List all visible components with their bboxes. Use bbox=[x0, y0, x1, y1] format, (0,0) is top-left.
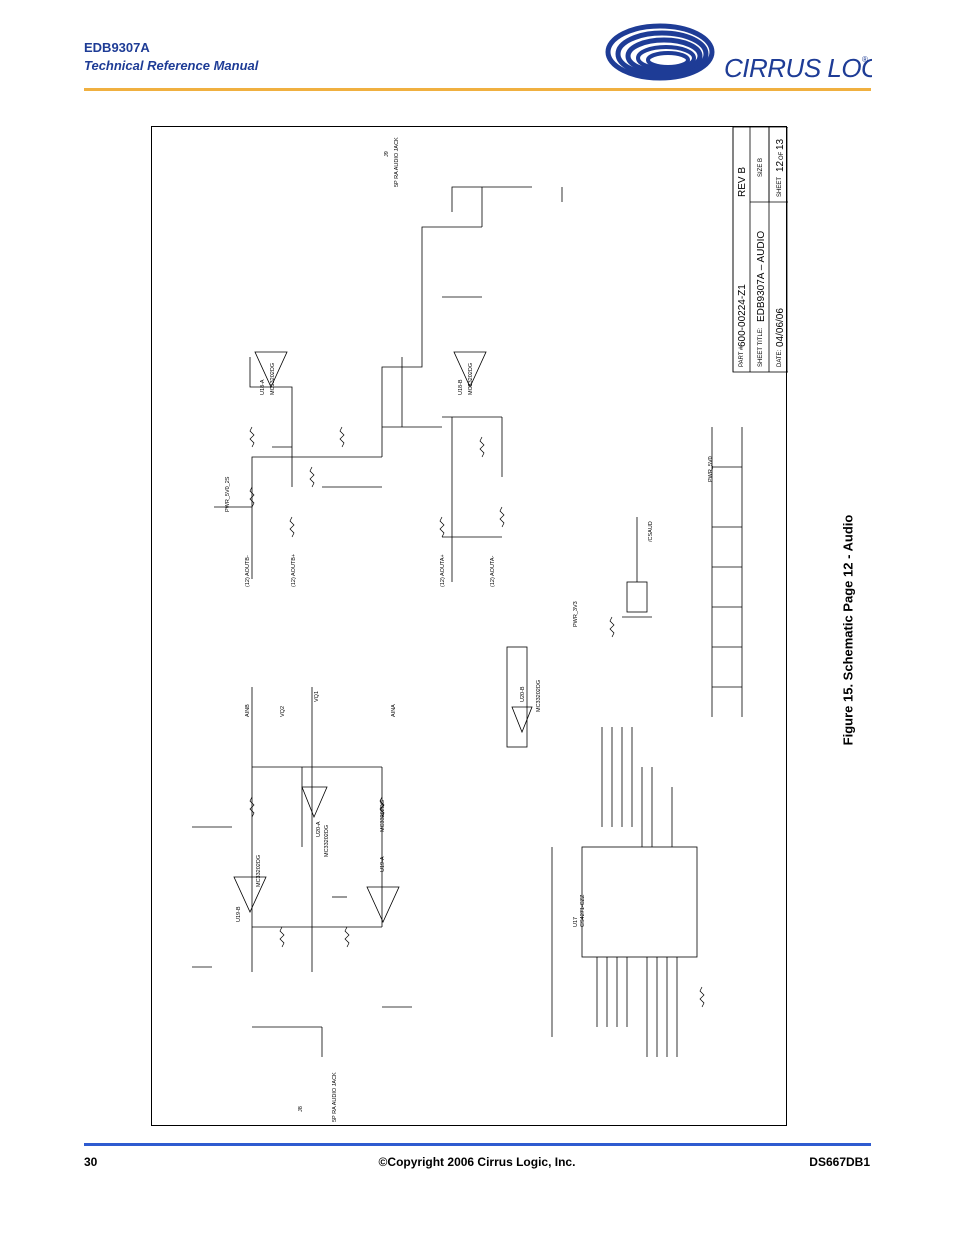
net-pwr-5v0-2s-a: PWR_5V0_2S bbox=[225, 476, 231, 512]
title-block-sheet-title-label: SHEET TITLE: bbox=[758, 327, 764, 367]
audio-schematic: PART # 600-00224-Z1 REV B SHEET TITLE: E… bbox=[192, 127, 788, 1122]
u18a-part: MC33202DG bbox=[270, 363, 276, 395]
j8-desc: 5P RA AUDIO JACK bbox=[332, 1072, 338, 1122]
header-product: EDB9307A bbox=[84, 40, 150, 55]
u19b-ref: U19-B bbox=[236, 906, 242, 922]
net-aouta-plus: (12) AOUTA+ bbox=[440, 554, 446, 587]
logo-registered-mark: ® bbox=[862, 55, 868, 64]
title-block-date: 04/06/06 bbox=[775, 308, 786, 347]
figure-caption: Figure 15. Schematic Page 12 - Audio bbox=[840, 514, 856, 746]
net-aina: AINA bbox=[391, 704, 397, 717]
net-ainb: AINB bbox=[245, 704, 251, 717]
header-rule bbox=[84, 88, 871, 91]
cirrus-logic-logo: CIRRUS LOGIC ® bbox=[605, 23, 872, 83]
page-number: 30 bbox=[84, 1155, 98, 1169]
opamp-u18a bbox=[254, 351, 288, 388]
u20a-ref: U20-A bbox=[316, 821, 322, 837]
footer-doc-id: DS667DB1 bbox=[809, 1155, 870, 1169]
title-block-part-number: 600-00224-Z1 bbox=[737, 284, 748, 347]
u19a-part: MC33202DG bbox=[380, 800, 386, 832]
title-block-date-label: DATE: bbox=[777, 349, 783, 367]
opamp-u18b bbox=[453, 351, 487, 388]
footer-rule bbox=[84, 1143, 871, 1146]
title-block-sheet-number: 12 bbox=[775, 160, 786, 172]
schematic-frame: PART # 600-00224-Z1 REV B SHEET TITLE: E… bbox=[151, 126, 788, 1126]
title-block-sheet-total: 13 bbox=[775, 138, 786, 150]
header-manual-title: Technical Reference Manual bbox=[84, 58, 259, 73]
u20b-ref: U20-B bbox=[520, 686, 526, 702]
net-csaud: /CSAUD bbox=[648, 521, 654, 542]
opamp-u19b bbox=[233, 876, 267, 913]
logo-wordmark: CIRRUS LOGIC bbox=[724, 53, 872, 83]
u18b-ref: U18-B bbox=[458, 379, 464, 395]
net-vq1: VQ1 bbox=[314, 691, 320, 702]
codec-part: CS4271-CZZ bbox=[580, 894, 586, 927]
codec-ref: U17 bbox=[573, 917, 579, 927]
opamp-u20a bbox=[301, 786, 328, 819]
title-block-size: SIZE B bbox=[758, 158, 764, 177]
opamp-u19a bbox=[366, 886, 400, 923]
net-aouta-minus: (12) AOUTA- bbox=[490, 555, 496, 587]
net-pwr-3v3: PWR_3V3 bbox=[573, 601, 579, 627]
u19b-part: MC33202DG bbox=[256, 855, 262, 887]
u20a-part: MC33202DG bbox=[324, 825, 330, 857]
opamp-u20b bbox=[511, 706, 533, 734]
net-pwr-5v0: PWR_5V0 bbox=[708, 456, 714, 482]
j9-desc: 5P RA AUDIO JACK bbox=[394, 137, 400, 187]
net-aoutb-plus: (12) AOUTB+ bbox=[291, 554, 297, 587]
title-block-rev: REV B bbox=[737, 167, 748, 197]
u18b-part: MC33202DG bbox=[468, 363, 474, 395]
net-aoutb-minus: (12) AOUTB- bbox=[245, 555, 251, 587]
net-vq2: VQ2 bbox=[280, 706, 286, 717]
title-block-sheet-label: SHEET bbox=[777, 177, 783, 197]
j8-ref: J8 bbox=[298, 1106, 304, 1112]
u20b-part: MC33202DG bbox=[536, 680, 542, 712]
u19a-ref: U19-A bbox=[380, 856, 386, 872]
title-block-sheet-title: EDB9307A – AUDIO bbox=[756, 231, 767, 322]
title-block-part-label: PART # bbox=[739, 346, 745, 367]
title-block-sheet-of: OF bbox=[779, 151, 785, 160]
j9-ref: J9 bbox=[384, 151, 390, 157]
u18a-ref: U18-A bbox=[260, 379, 266, 395]
footer-copyright: ©Copyright 2006 Cirrus Logic, Inc. bbox=[378, 1155, 576, 1169]
